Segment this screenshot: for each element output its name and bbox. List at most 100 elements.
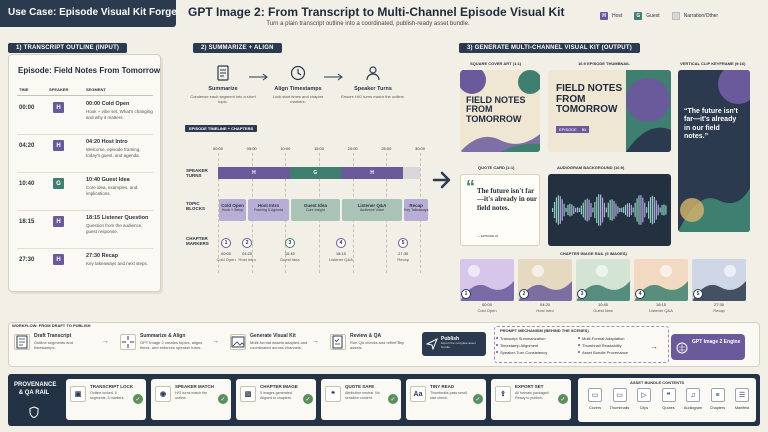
workflow-arrow-icon: → [102, 338, 109, 345]
legend-host-badge: H [600, 12, 608, 20]
provenance-label: PROVENANCE & QA RAIL [14, 382, 57, 396]
use-case-label: Use Case: Episode Visual Kit Forge [8, 7, 177, 18]
row-title: 10:40 Guest Idea [86, 177, 130, 183]
bundle-item-label: Chapters [709, 406, 726, 410]
topic-title: Cold Open [221, 203, 244, 208]
legend-narration-label: Narration/Other [683, 13, 719, 19]
send-icon [425, 337, 438, 355]
use-case-banner [0, 0, 176, 27]
bundle-item-icon: ≡ [710, 388, 725, 402]
brain-icon [676, 341, 688, 359]
row-desc: Welcome, episode framing, today's guest,… [86, 147, 141, 158]
workflow-step-title: Review & QA [350, 333, 382, 339]
section-arrow-icon [430, 168, 454, 197]
legend: H Host G Guest Narration/Other [600, 9, 760, 23]
qa-check-title: EXPORT SET [515, 384, 544, 389]
sum-step-desc: Ensure H/G turns match the outline. [341, 94, 405, 99]
row-desc: Core idea, examples, and implications. [86, 185, 138, 196]
timeline-tick-label: 10:00 [280, 146, 291, 151]
marker-name: Recap [397, 257, 409, 262]
review-icon [330, 334, 346, 350]
row-title: 18:15 Listener Question [86, 215, 149, 221]
qa-check-title: TRANSCRIPT LOCK [90, 384, 133, 389]
workflow-step-title: Summarize & Align [140, 333, 186, 339]
rail-time: 04:20 [539, 302, 550, 307]
font-icon: Aa [410, 386, 426, 402]
qa-check-desc: Thumbnails pass small-size check. [430, 391, 468, 400]
row-time: 00:00 [19, 105, 35, 111]
rail-time: 18:15 [655, 302, 666, 307]
bullet-icon [578, 344, 580, 346]
row-speaker-badge: H [53, 140, 64, 151]
quote-icon: ❝ [325, 386, 341, 402]
audiogram-wave [552, 194, 667, 226]
bundle-item-icon: ❝ [661, 388, 676, 402]
bullet-icon [496, 337, 498, 339]
legend-host-label: Host [612, 13, 623, 19]
vertical-quote: “The future isn't far—it's already in ou… [684, 108, 738, 141]
marker-name: Guest Idea [280, 257, 300, 262]
qa-check-title: QUOTE SAFE [345, 384, 375, 389]
mechanism-label: PROMPT MECHANISM (BEHIND THE SCENES) [500, 328, 589, 333]
topic-title: Listener Q&A [357, 203, 387, 208]
square-cover-card: FIELD NOTES FROM TOMORROW [460, 70, 540, 152]
bullet-icon [578, 337, 580, 339]
chapter-image [692, 259, 746, 301]
square-label: SQUARE COVER ART (1:1) [470, 61, 522, 66]
row-speaker-badge: H [53, 254, 64, 265]
step-arrow-icon [248, 68, 270, 86]
workflow-step-title: Generate Visual Kit [250, 333, 296, 339]
episode-title: Episode: Field Notes From Tomorrow [18, 66, 161, 75]
chapter-marker: 2 [242, 238, 253, 248]
engine-badge: GPT Image 2 Engine [671, 334, 745, 360]
mechanism-arrow-icon: → [650, 342, 658, 351]
thumb-label: 16:9 EPISODE THUMBNAIL [578, 61, 630, 66]
thumb-episode: EPISODE [559, 127, 577, 132]
legend-narration-swatch [671, 12, 680, 20]
publish-button[interactable]: Publish Export the complete asset bundle… [422, 332, 486, 356]
thumb-episode-badge: EPISODE 01 [556, 126, 590, 133]
publish-title: Publish [441, 336, 460, 342]
audiogram-label: AUDIOGRAM BACKGROUND (16:9) [557, 165, 625, 170]
topic-title: Guest Idea [303, 203, 327, 208]
rail-marker: 2 [519, 289, 529, 299]
rail-time: 27:30 [713, 302, 724, 307]
rail-name: Listener Q&A [649, 308, 673, 313]
col-divider [17, 95, 153, 96]
marker-time: 04:20 [242, 251, 253, 256]
sum-step-title: Align Timestamps [274, 86, 322, 92]
bundle-item-icon: ☰ [735, 388, 749, 402]
check-icon: ✓ [388, 394, 398, 404]
page-title: GPT Image 2: From Transcript to Multi-Ch… [188, 5, 565, 19]
workflow-arrow-icon: → [312, 338, 319, 345]
workflow-step-title: Draft Transcript [34, 333, 72, 339]
rail-name: Cold Open [477, 308, 497, 313]
legend-guest-label: Guest [646, 13, 660, 19]
timeline-gridline [218, 153, 219, 273]
mechanism-item: Thumbnail Readability [582, 343, 622, 348]
mechanism-item: Transcript Summarization [500, 336, 546, 341]
rail-marker: 4 [635, 289, 645, 299]
rail-marker: 5 [693, 289, 703, 299]
quote-text: The future isn't far—it's already in our… [477, 187, 537, 212]
audiogram-card [548, 174, 671, 246]
legend-guest-badge: G [634, 12, 643, 20]
thumbnail-card: FIELD NOTES FROM TOMORROW EPISODE 01 [548, 70, 671, 152]
qa-check-desc: 5 images generated. Aligned to chapters. [260, 391, 293, 400]
col-segment: SEGMENT [86, 87, 106, 92]
square-title: FIELD NOTES FROM TOMORROW [466, 95, 526, 124]
vertical-label: VERTICAL CLIP KEYFRAME (9:16) [680, 61, 746, 66]
mechanism-item: Speaker-Turn Consistency [500, 350, 548, 355]
timeline-tick-label: 00:00 [212, 146, 223, 151]
marker-name: Cold Open [216, 257, 236, 262]
bundle-item-icon: ♫ [686, 388, 700, 402]
rail-marker: 3 [577, 289, 587, 299]
bullet-icon [496, 344, 498, 346]
workflow-step-desc: Run QA checks and refine any assets. [350, 340, 405, 350]
align-icon [120, 334, 136, 350]
